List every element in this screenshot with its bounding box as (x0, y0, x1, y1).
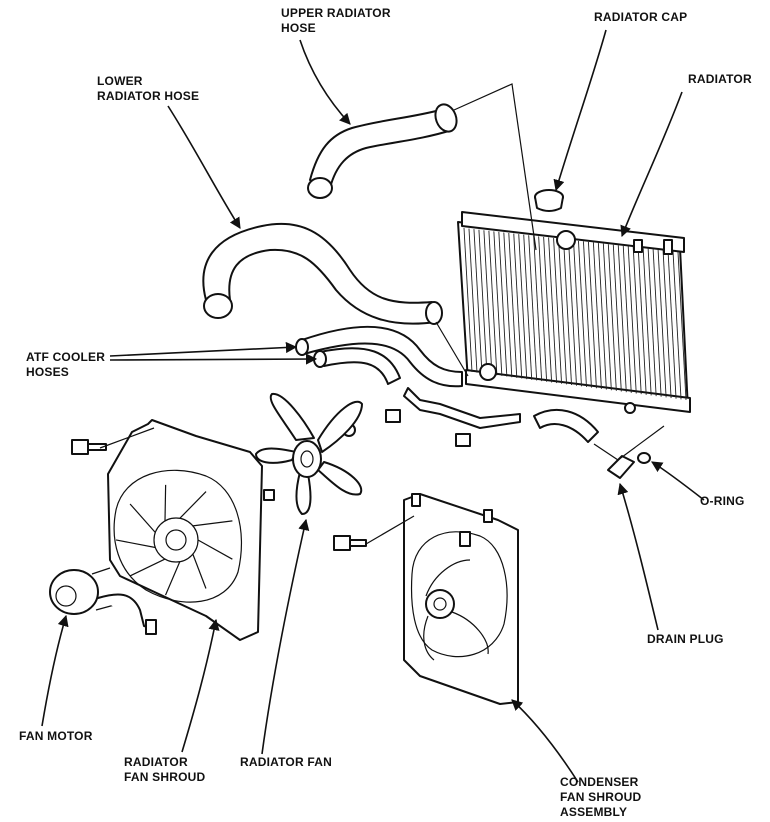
radiator-core-fin (647, 248, 657, 397)
leader-lines (41, 29, 705, 783)
radiator-core-fin (533, 235, 543, 382)
radiator-core-fin (563, 239, 572, 386)
atf-pipe-part (403, 387, 599, 443)
radiator-core-fin (543, 236, 553, 383)
label-o-ring: O-RING (700, 494, 745, 508)
radiator-core-fin (513, 233, 523, 379)
radiator-core-fin (667, 250, 677, 399)
label-condenser-fan-shroud-assembly: CONDENSER FAN SHROUD ASSEMBLY (560, 775, 642, 819)
lower-radiator-hose-part (202, 222, 443, 325)
condenser-fan-shroud-assembly-part (403, 493, 519, 705)
radiator-core-fin (592, 242, 602, 389)
atf-cooler-hoses-part (295, 325, 463, 388)
radiator-core-fin (597, 243, 607, 390)
shroud-spoke (129, 503, 156, 533)
shroud-spoke (115, 539, 156, 549)
label-radiator-fan: RADIATOR FAN (240, 755, 332, 769)
radiator-core-fin (637, 247, 647, 395)
radiator-core-fin (587, 241, 597, 389)
radiator-core-fin (602, 243, 612, 391)
radiator-core-fin (627, 246, 637, 394)
radiator-core-fin (582, 241, 592, 388)
radiator-core-fin (662, 250, 672, 399)
radiator-core-fin (568, 239, 577, 386)
radiator-core-fin (558, 238, 568, 385)
fan-motor-part (49, 567, 157, 635)
shroud-spoke (179, 491, 207, 519)
label-radiator-fan-shroud: RADIATOR FAN SHROUD (124, 755, 206, 784)
radiator-cap-part (534, 189, 564, 212)
radiator-fan-shroud-part (107, 419, 263, 641)
radiator-core-fin (578, 240, 587, 388)
radiator-core-fin (478, 229, 488, 374)
radiator-core-fin (612, 244, 622, 392)
radiator-core-fin (493, 231, 503, 376)
radiator-core-fin (573, 240, 582, 387)
radiator-core-fin (642, 248, 652, 396)
radiator-core-fin (672, 251, 682, 400)
radiator-core-fin (632, 246, 642, 395)
radiator-core-fin (473, 229, 483, 374)
shroud-spoke (164, 484, 167, 521)
shroud-spoke (197, 539, 233, 560)
radiator-core-fin (617, 245, 627, 393)
upper-radiator-hose-part (307, 103, 458, 199)
radiator-core-fin (488, 230, 498, 376)
o-ring-part (637, 452, 651, 464)
radiator-core-fin (553, 238, 563, 384)
label-lower-radiator-hose: LOWER RADIATOR HOSE (97, 74, 200, 103)
drain-plug-part (607, 455, 635, 479)
label-radiator-cap: RADIATOR CAP (594, 10, 688, 24)
radiator-part (457, 211, 691, 414)
radiator-core-fin (652, 249, 662, 397)
radiator-fan-part (255, 392, 363, 515)
radiator-core-fin (528, 235, 538, 381)
shroud-spoke (129, 558, 166, 577)
radiator-core-fin (677, 251, 687, 401)
radiator-core-fin (622, 245, 632, 393)
radiator-core-fin (538, 236, 548, 382)
label-radiator: RADIATOR (688, 72, 752, 86)
label-upper-radiator-hose: UPPER RADIATOR HOSE (281, 6, 391, 35)
radiator-core-fin (523, 234, 533, 380)
shroud-spoke (192, 520, 233, 527)
label-fan-motor: FAN MOTOR (19, 729, 93, 743)
radiator-core-fin (503, 232, 513, 378)
radiator-core-fin (518, 234, 528, 380)
radiator-core-fin (483, 230, 493, 375)
radiator-core-fin (508, 232, 518, 378)
radiator-core-fin (498, 231, 508, 377)
radiator-core-fin (657, 249, 667, 398)
label-drain-plug: DRAIN PLUG (647, 632, 724, 646)
radiator-core-fin (548, 237, 558, 384)
radiator-core-fin (463, 227, 473, 373)
label-atf-cooler-hoses: ATF COOLER HOSES (26, 350, 106, 379)
radiator-core-fin (607, 244, 617, 391)
shroud-spoke (192, 553, 207, 589)
shroud-spoke (164, 561, 181, 596)
radiator-core-fin (468, 228, 478, 373)
